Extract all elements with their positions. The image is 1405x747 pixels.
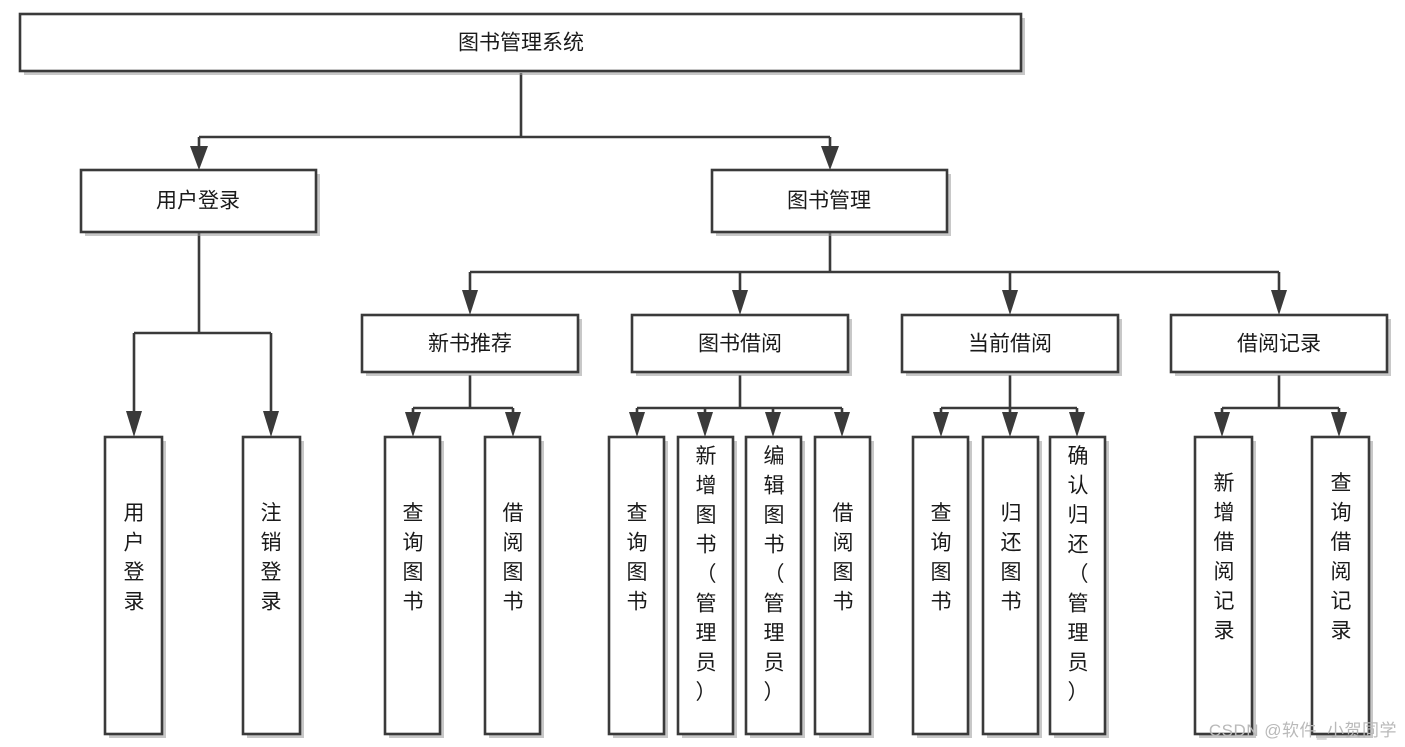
leaf-edit-book-box[interactable]: [744, 435, 803, 736]
borrow-record-label: 借阅记录: [1237, 333, 1321, 356]
leaf-add-record-box[interactable]: [1193, 435, 1254, 736]
arrow-head-leaf-user-logout: [263, 411, 279, 437]
leaf-query-book-3-box[interactable]: [911, 435, 970, 736]
root-box[interactable]: [18, 12, 1023, 73]
node-root[interactable]: 图书管理系统: [18, 12, 1025, 75]
leaf-add-book-label: 新增图书（管理员）: [696, 445, 717, 704]
node-leaf-user-login[interactable]: 用户登录: [103, 435, 166, 738]
leaf-user-login-label: 用户登录: [124, 502, 145, 614]
leaf-borrow-book-2-box[interactable]: [813, 435, 872, 736]
leaf-edit-book-label: 编辑图书（管理员）: [764, 445, 785, 704]
arrow-head-book-management: [821, 146, 839, 170]
book-management-box[interactable]: [710, 168, 949, 234]
leaf-add-book-box[interactable]: [676, 435, 735, 736]
node-leaf-confirm-return[interactable]: 确认归还（管理员）: [1048, 435, 1109, 738]
arrow-head-leaf-query-book-2: [629, 412, 645, 437]
book-borrow-label: 图书借阅: [698, 333, 782, 356]
arrow-head-leaf-return-book: [1002, 412, 1018, 437]
node-new-book-recommend[interactable]: 新书推荐: [360, 313, 582, 376]
node-leaf-query-record[interactable]: 查询借阅记录: [1310, 435, 1373, 738]
connector-layer: [126, 73, 1347, 437]
arrow-head-leaf-borrow-book-2: [834, 412, 850, 437]
arrow-head-book-borrow: [732, 290, 748, 315]
arrow-head-leaf-borrow-book-1: [505, 412, 521, 437]
leaf-confirm-return-label: 确认归还（管理员）: [1068, 445, 1089, 704]
arrow-head-leaf-user-login: [126, 411, 142, 437]
arrow-head-leaf-add-record: [1214, 412, 1230, 437]
node-borrow-record[interactable]: 借阅记录: [1169, 313, 1391, 376]
arrow-head-new-book-recommend: [462, 290, 478, 315]
node-leaf-query-book-2[interactable]: 查询图书: [607, 435, 668, 738]
leaf-query-book-1-box[interactable]: [383, 435, 442, 736]
leaf-query-book-3-label: 查询图书: [931, 502, 952, 614]
node-current-borrow[interactable]: 当前借阅: [900, 313, 1122, 376]
leaf-return-book-box[interactable]: [981, 435, 1040, 736]
leaf-user-logout-label: 注销登录: [261, 502, 282, 614]
arrow-head-leaf-confirm-return: [1069, 412, 1085, 437]
borrow-record-box[interactable]: [1169, 313, 1389, 374]
leaf-return-book-label: 归还图书: [1001, 502, 1022, 614]
node-leaf-add-record[interactable]: 新增借阅记录: [1193, 435, 1256, 738]
node-leaf-return-book[interactable]: 归还图书: [981, 435, 1042, 738]
arrow-head-user-login: [190, 146, 208, 170]
node-leaf-borrow-book-2[interactable]: 借阅图书: [813, 435, 874, 738]
node-book-management[interactable]: 图书管理: [710, 168, 951, 236]
arrow-head-borrow-record: [1271, 290, 1287, 315]
node-user-login[interactable]: 用户登录: [79, 168, 320, 236]
node-leaf-edit-book[interactable]: 编辑图书（管理员）: [744, 435, 805, 738]
current-borrow-label: 当前借阅: [968, 333, 1052, 356]
root-label: 图书管理系统: [458, 32, 584, 55]
arrow-head-leaf-add-book: [697, 412, 713, 437]
node-leaf-query-book-3[interactable]: 查询图书: [911, 435, 972, 738]
new-book-recommend-box[interactable]: [360, 313, 580, 374]
arrow-head-leaf-edit-book: [765, 412, 781, 437]
node-book-borrow[interactable]: 图书借阅: [630, 313, 852, 376]
arrow-head-current-borrow: [1002, 290, 1018, 315]
leaf-user-login-box[interactable]: [103, 435, 164, 736]
user-login-box[interactable]: [79, 168, 318, 234]
node-leaf-borrow-book-1[interactable]: 借阅图书: [483, 435, 544, 738]
leaf-query-book-2-label: 查询图书: [627, 502, 648, 614]
new-book-recommend-label: 新书推荐: [428, 333, 512, 356]
node-leaf-add-book[interactable]: 新增图书（管理员）: [676, 435, 737, 738]
leaf-confirm-return-box[interactable]: [1048, 435, 1107, 736]
leaf-query-record-label: 查询借阅记录: [1331, 472, 1352, 643]
node-leaf-query-book-1[interactable]: 查询图书: [383, 435, 444, 738]
arrow-head-leaf-query-record: [1331, 412, 1347, 437]
leaf-query-record-box[interactable]: [1310, 435, 1371, 736]
csdn-watermark: CSDN @软件_小贺同学: [1208, 721, 1397, 740]
node-leaf-user-logout[interactable]: 注销登录: [241, 435, 304, 738]
leaf-add-record-label: 新增借阅记录: [1214, 472, 1235, 643]
leaf-borrow-book-1-box[interactable]: [483, 435, 542, 736]
current-borrow-box[interactable]: [900, 313, 1120, 374]
leaf-borrow-book-2-label: 借阅图书: [833, 502, 854, 614]
arrow-head-leaf-query-book-3: [933, 412, 949, 437]
leaf-borrow-book-1-label: 借阅图书: [503, 502, 524, 614]
leaf-user-logout-box[interactable]: [241, 435, 302, 736]
book-management-label: 图书管理: [787, 190, 871, 213]
arrow-head-leaf-query-book-1: [405, 412, 421, 437]
user-login-label: 用户登录: [156, 190, 240, 213]
leaf-query-book-1-label: 查询图书: [403, 502, 424, 614]
book-borrow-box[interactable]: [630, 313, 850, 374]
leaf-query-book-2-box[interactable]: [607, 435, 666, 736]
